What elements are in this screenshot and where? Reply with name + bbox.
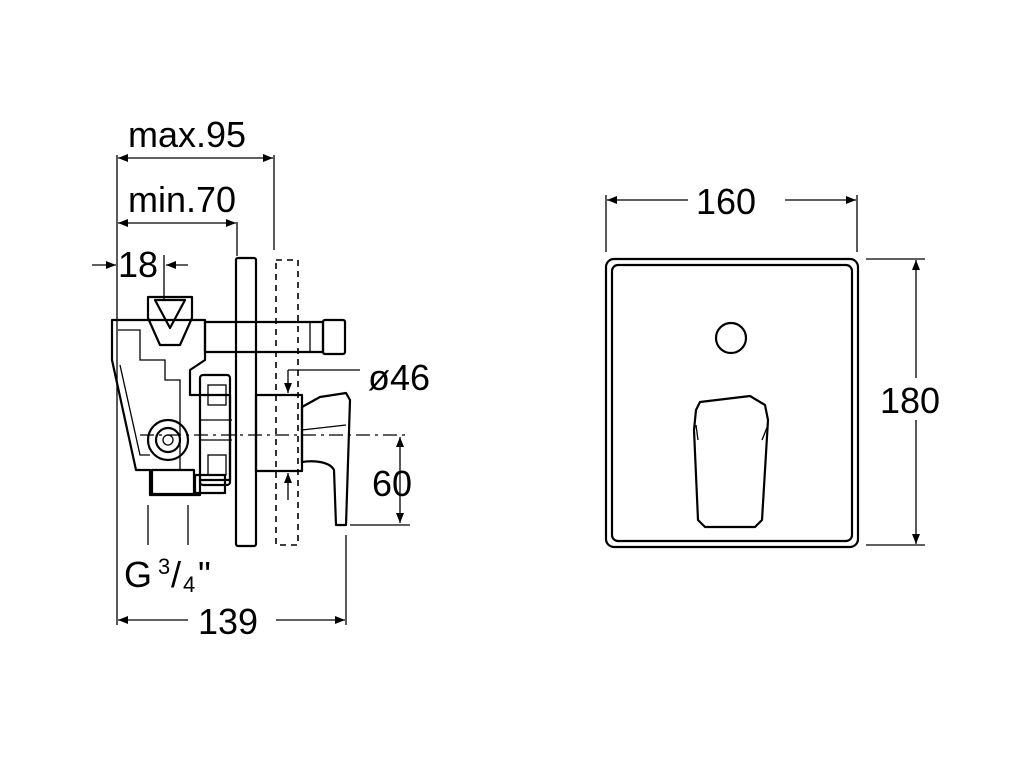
top-stem bbox=[203, 318, 347, 356]
label-thread-den: 4 bbox=[183, 572, 195, 597]
dim-diameter: ø46 bbox=[284, 357, 430, 500]
wall-outline bbox=[275, 259, 299, 546]
dim-spacing: 60 bbox=[372, 437, 412, 523]
label-max-depth: max.95 bbox=[128, 114, 246, 155]
lever-front bbox=[692, 394, 770, 529]
label-thread-num: 3 bbox=[158, 554, 170, 579]
escutcheon-plate bbox=[604, 257, 860, 549]
diverter-knob bbox=[714, 321, 748, 355]
label-thread-sep: / bbox=[171, 554, 181, 595]
label-plate-height: 180 bbox=[880, 380, 940, 421]
dim-offset: 18 bbox=[92, 244, 188, 300]
valve-body bbox=[110, 295, 232, 497]
label-thread-g: G bbox=[124, 554, 152, 595]
dim-total-depth: 139 bbox=[118, 601, 345, 642]
dim-max-depth: max.95 bbox=[118, 114, 273, 162]
label-thread: G 3 / 4 " bbox=[124, 554, 211, 597]
side-view: max.95 min.70 18 bbox=[92, 114, 430, 642]
dim-min-depth: min.70 bbox=[118, 179, 236, 227]
label-diameter: ø46 bbox=[368, 357, 430, 398]
label-spacing: 60 bbox=[372, 463, 412, 504]
escutcheon-plate-inner bbox=[610, 263, 854, 543]
front-view: 160 180 bbox=[604, 181, 950, 549]
escutcheon-side bbox=[234, 256, 258, 548]
label-min-depth: min.70 bbox=[128, 179, 236, 220]
label-offset: 18 bbox=[118, 244, 158, 285]
lever-side bbox=[254, 391, 352, 527]
label-plate-width: 160 bbox=[696, 181, 756, 222]
label-thread-inch: " bbox=[198, 554, 211, 595]
dim-plate-height: 180 bbox=[880, 260, 950, 544]
dim-plate-width: 160 bbox=[607, 181, 856, 222]
label-total-depth: 139 bbox=[198, 601, 258, 642]
